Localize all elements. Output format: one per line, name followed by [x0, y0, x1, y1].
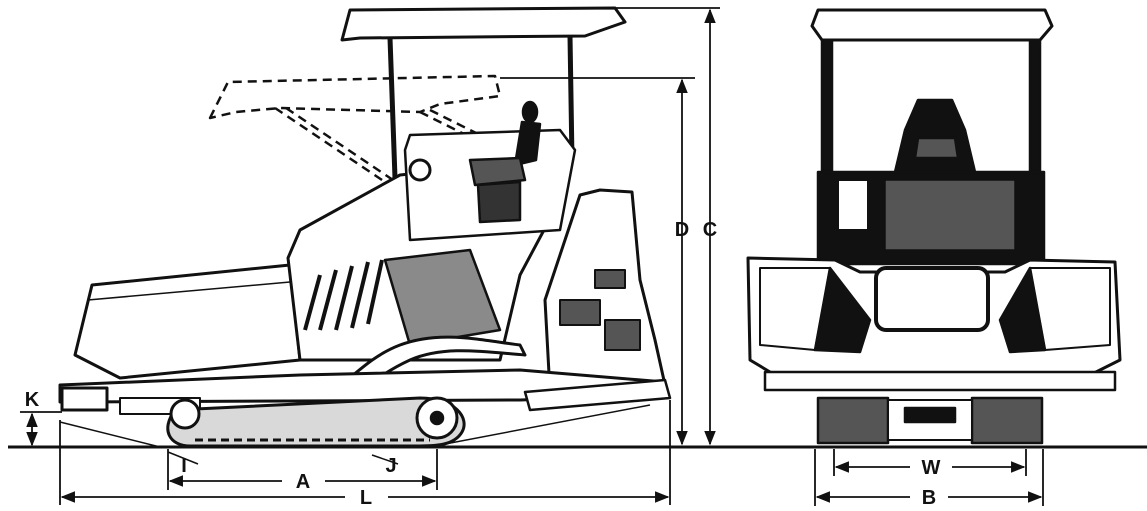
label-w: W [922, 457, 941, 479]
canopy-post-front [387, 37, 398, 179]
screed-details [559, 269, 641, 351]
side-panel [383, 248, 502, 347]
rear-canopy-roof [810, 8, 1054, 42]
steering-wheel [408, 158, 432, 182]
rear-screed [763, 370, 1117, 392]
label-k: K [25, 389, 40, 411]
label-b: B [922, 487, 936, 509]
label-i: I [181, 455, 187, 477]
hopper [73, 263, 302, 380]
side-view-paver [58, 6, 672, 448]
screed-plate [523, 378, 672, 412]
label-a: A [296, 471, 310, 493]
label-j: J [385, 455, 396, 477]
rear-track-right [970, 396, 1044, 445]
dimension-lines [20, 7, 1044, 506]
label-d: D [675, 219, 689, 241]
rear-view-paver [746, 8, 1122, 445]
canopy-roof [340, 6, 627, 42]
canopy-post-rear [567, 35, 575, 161]
body-grille [303, 259, 384, 331]
label-c: C [703, 219, 717, 241]
operator-figure [468, 100, 542, 224]
rear-operator-seat [893, 98, 977, 174]
dimension-labels: C D K I J A L W B [25, 219, 941, 509]
track-idler-front [169, 398, 201, 430]
label-l: L [360, 487, 372, 509]
rear-track-left [816, 396, 890, 445]
rear-center-opening [874, 266, 990, 332]
